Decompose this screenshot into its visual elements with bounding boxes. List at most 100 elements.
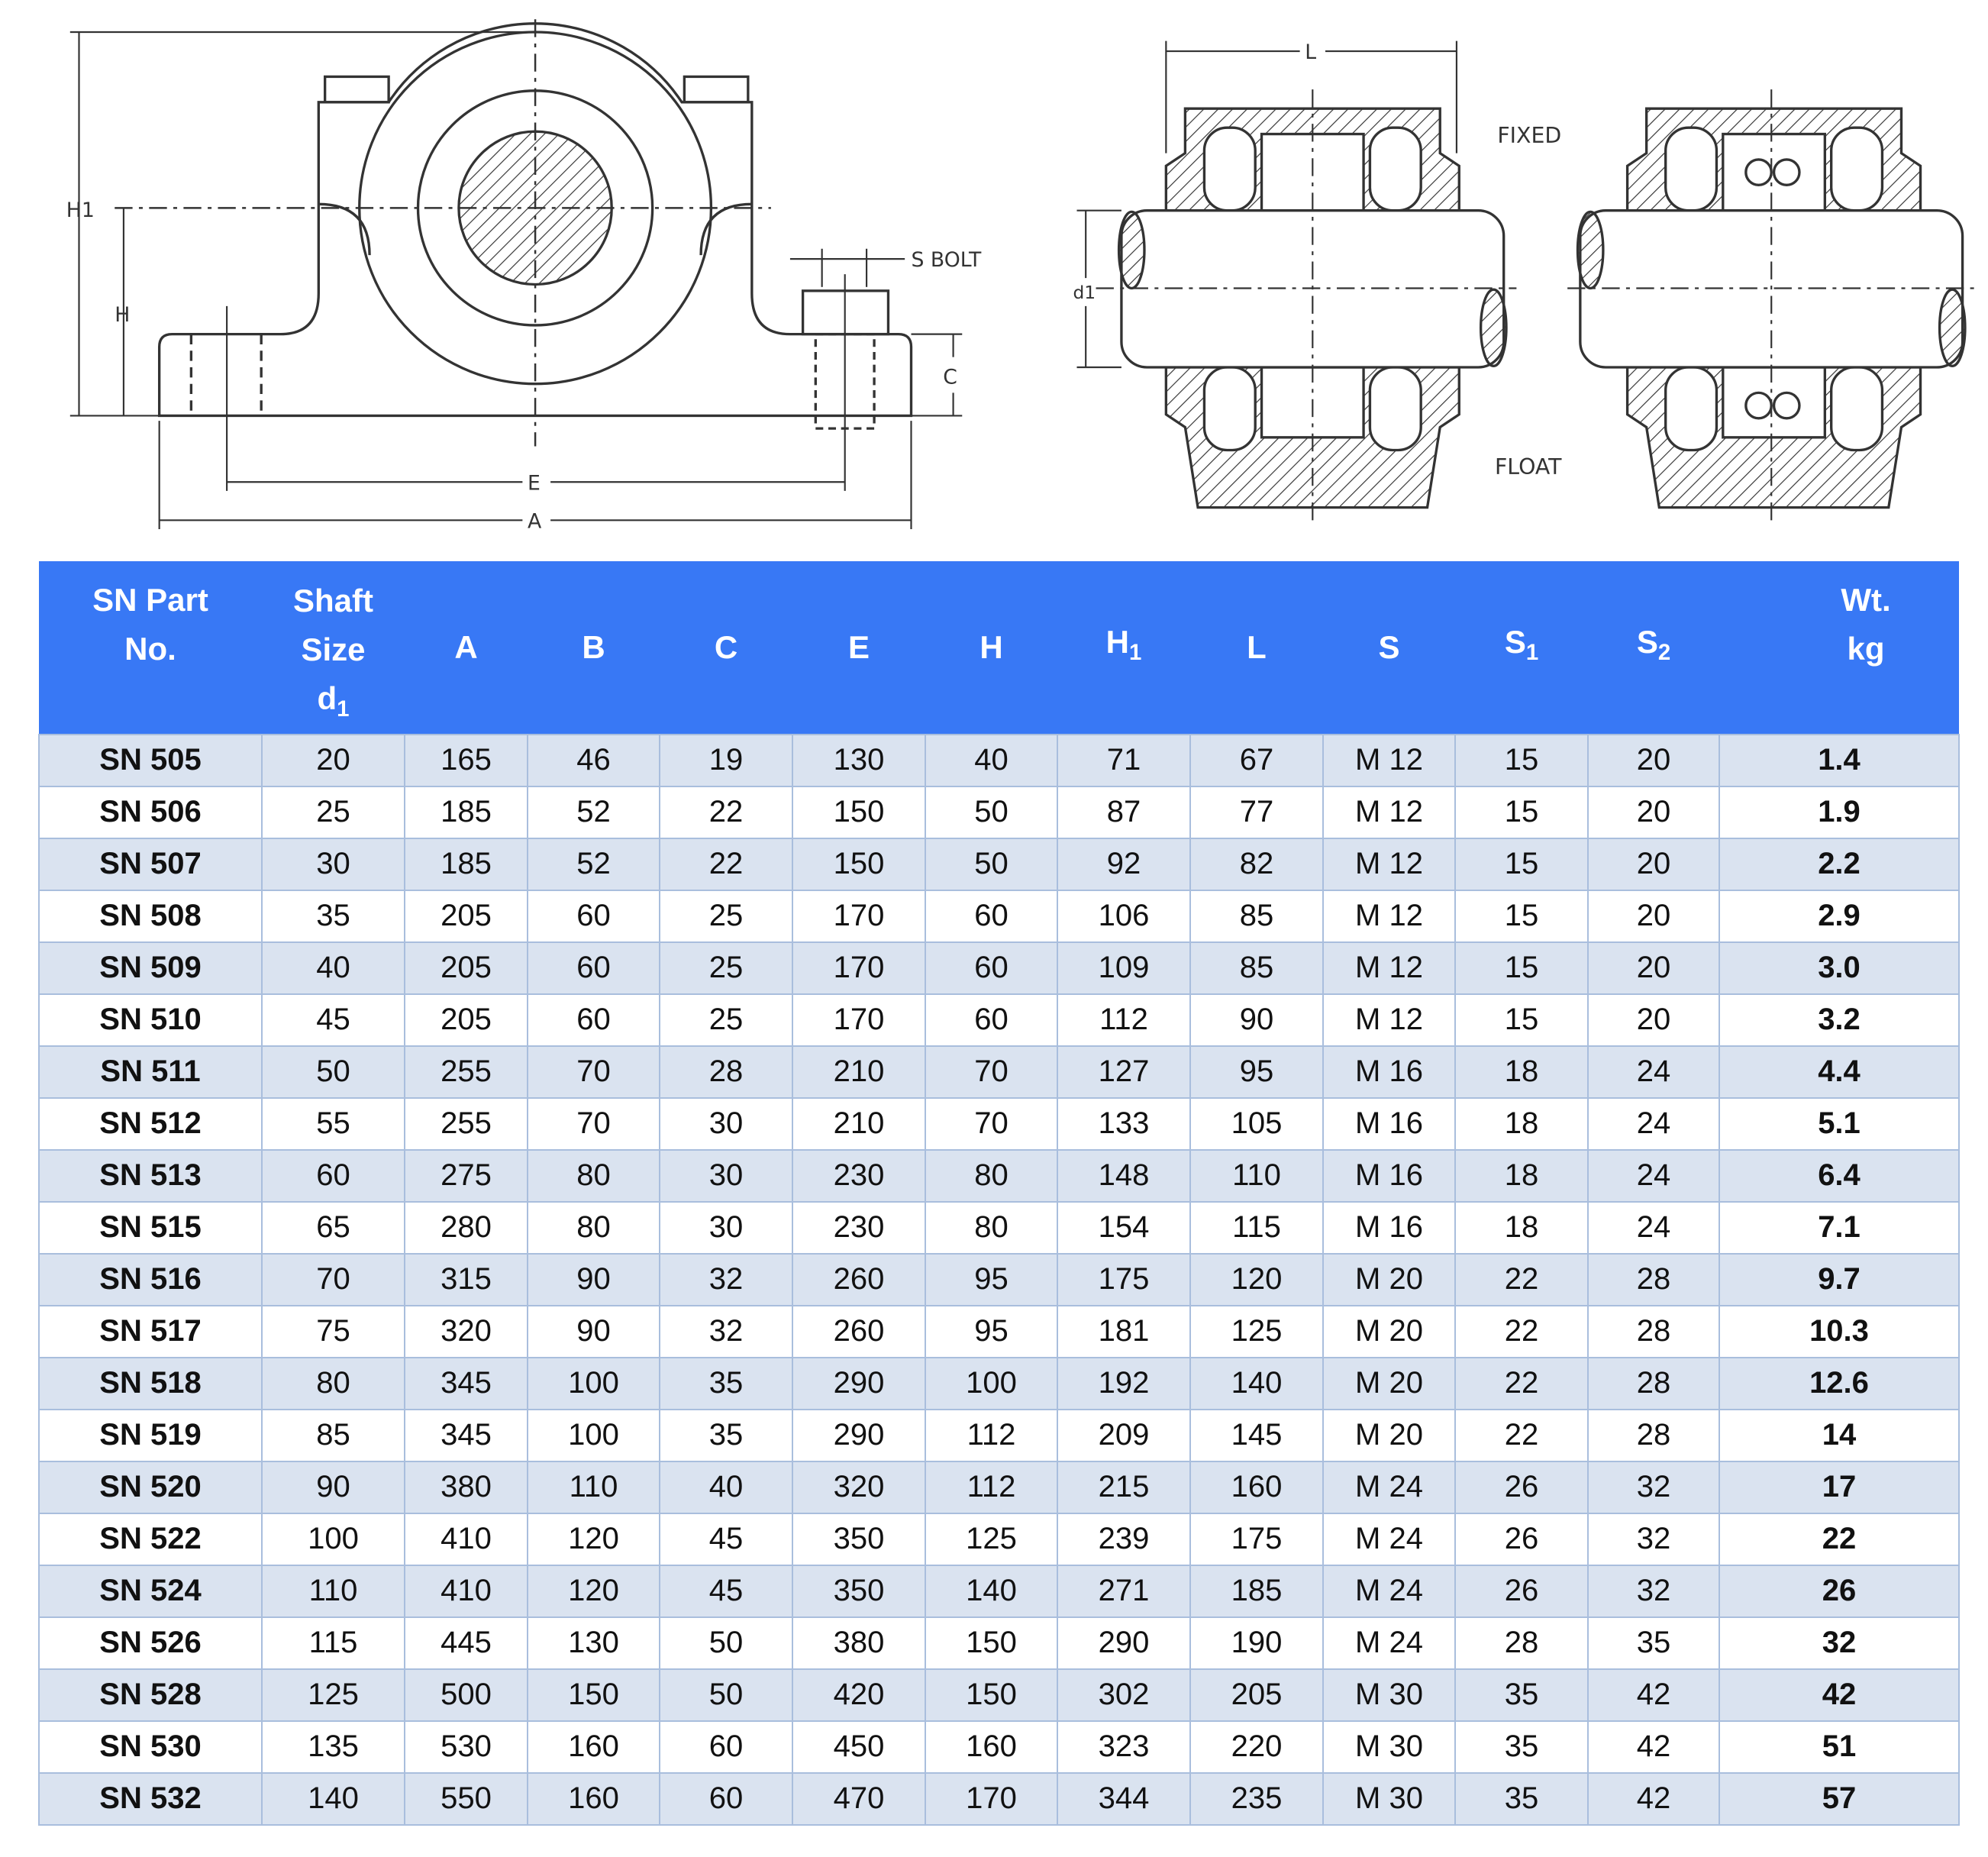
- cell-weight: 9.7: [1719, 1252, 1960, 1306]
- cell-s: M 30: [1322, 1720, 1456, 1774]
- cell-h: 150: [925, 1668, 1058, 1722]
- cell-e: 150: [792, 785, 926, 839]
- cell-b: 100: [527, 1356, 660, 1410]
- cell-weight: 26: [1719, 1564, 1960, 1618]
- cell-l: 175: [1189, 1512, 1324, 1566]
- cell-l: 85: [1189, 941, 1324, 995]
- cell-l: 235: [1189, 1771, 1324, 1826]
- cell-h: 80: [925, 1148, 1058, 1203]
- cell-a: 255: [404, 1045, 528, 1099]
- cell-s1: 35: [1454, 1668, 1589, 1722]
- cell-shaft-size: 20: [261, 733, 405, 787]
- cell-s1: 28: [1454, 1616, 1589, 1670]
- cell-shaft-size: 65: [261, 1200, 405, 1255]
- cell-s1: 18: [1454, 1045, 1589, 1099]
- cell-h1: 109: [1057, 941, 1191, 995]
- cell-l: 160: [1189, 1460, 1324, 1514]
- cell-a: 185: [404, 837, 528, 891]
- cell-shaft-size: 140: [261, 1771, 405, 1826]
- cell-l: 90: [1189, 993, 1324, 1047]
- cell-s1: 35: [1454, 1720, 1589, 1774]
- cell-b: 150: [527, 1668, 660, 1722]
- cell-s2: 42: [1587, 1771, 1720, 1826]
- cell-e: 210: [792, 1096, 926, 1151]
- cell-b: 90: [527, 1304, 660, 1358]
- cell-c: 28: [659, 1045, 793, 1099]
- cell-s: M 16: [1322, 1148, 1456, 1203]
- cell-weight: 6.4: [1719, 1148, 1960, 1203]
- cell-h: 40: [925, 733, 1058, 787]
- cell-c: 32: [659, 1304, 793, 1358]
- cell-s: M 20: [1322, 1304, 1456, 1358]
- pillow-block-drawings: H1 H S BOLT C E A: [66, 19, 1976, 533]
- header-e: E: [792, 561, 925, 735]
- cell-part-no: SN 532: [38, 1771, 263, 1826]
- cell-b: 120: [527, 1512, 660, 1566]
- cell-h1: 175: [1057, 1252, 1191, 1306]
- cell-b: 160: [527, 1771, 660, 1826]
- cell-s1: 18: [1454, 1096, 1589, 1151]
- header-h1: H1: [1057, 561, 1190, 735]
- cell-c: 60: [659, 1720, 793, 1774]
- cell-b: 110: [527, 1460, 660, 1514]
- cell-l: 140: [1189, 1356, 1324, 1410]
- cell-h1: 323: [1057, 1720, 1191, 1774]
- cell-s: M 16: [1322, 1045, 1456, 1099]
- cell-c: 32: [659, 1252, 793, 1306]
- cell-b: 130: [527, 1616, 660, 1670]
- cell-s2: 20: [1587, 941, 1720, 995]
- cell-part-no: SN 506: [38, 785, 263, 839]
- cell-b: 60: [527, 889, 660, 943]
- cell-c: 35: [659, 1408, 793, 1462]
- cell-h1: 239: [1057, 1512, 1191, 1566]
- cell-l: 125: [1189, 1304, 1324, 1358]
- cell-part-no: SN 510: [38, 993, 263, 1047]
- cell-h1: 181: [1057, 1304, 1191, 1358]
- cell-a: 315: [404, 1252, 528, 1306]
- cell-s2: 28: [1587, 1356, 1720, 1410]
- cell-a: 410: [404, 1512, 528, 1566]
- header-b: B: [528, 561, 660, 735]
- label-a: A: [528, 509, 542, 533]
- header-h: H: [925, 561, 1057, 735]
- header-l: L: [1190, 561, 1323, 735]
- cell-e: 380: [792, 1616, 926, 1670]
- cell-s1: 26: [1454, 1564, 1589, 1618]
- cell-a: 500: [404, 1668, 528, 1722]
- cell-h1: 71: [1057, 733, 1191, 787]
- cell-part-no: SN 519: [38, 1408, 263, 1462]
- cell-c: 30: [659, 1200, 793, 1255]
- cell-b: 52: [527, 785, 660, 839]
- cell-s1: 35: [1454, 1771, 1589, 1826]
- header-c: C: [660, 561, 792, 735]
- housing-front-view: [69, 19, 963, 529]
- cell-s1: 15: [1454, 993, 1589, 1047]
- cell-s2: 32: [1587, 1564, 1720, 1618]
- cell-weight: 4.4: [1719, 1045, 1960, 1099]
- cell-h1: 154: [1057, 1200, 1191, 1255]
- cell-s: M 20: [1322, 1408, 1456, 1462]
- cell-shaft-size: 60: [261, 1148, 405, 1203]
- cell-weight: 57: [1719, 1771, 1960, 1826]
- label-h1: H1: [66, 199, 95, 222]
- cell-shaft-size: 30: [261, 837, 405, 891]
- cell-h: 50: [925, 785, 1058, 839]
- cell-shaft-size: 110: [261, 1564, 405, 1618]
- cell-e: 470: [792, 1771, 926, 1826]
- cell-b: 70: [527, 1045, 660, 1099]
- cell-l: 220: [1189, 1720, 1324, 1774]
- cell-a: 345: [404, 1408, 528, 1462]
- cell-c: 45: [659, 1512, 793, 1566]
- cell-shaft-size: 75: [261, 1304, 405, 1358]
- cell-weight: 3.2: [1719, 993, 1960, 1047]
- cell-b: 60: [527, 941, 660, 995]
- cell-shaft-size: 70: [261, 1252, 405, 1306]
- cell-s1: 18: [1454, 1200, 1589, 1255]
